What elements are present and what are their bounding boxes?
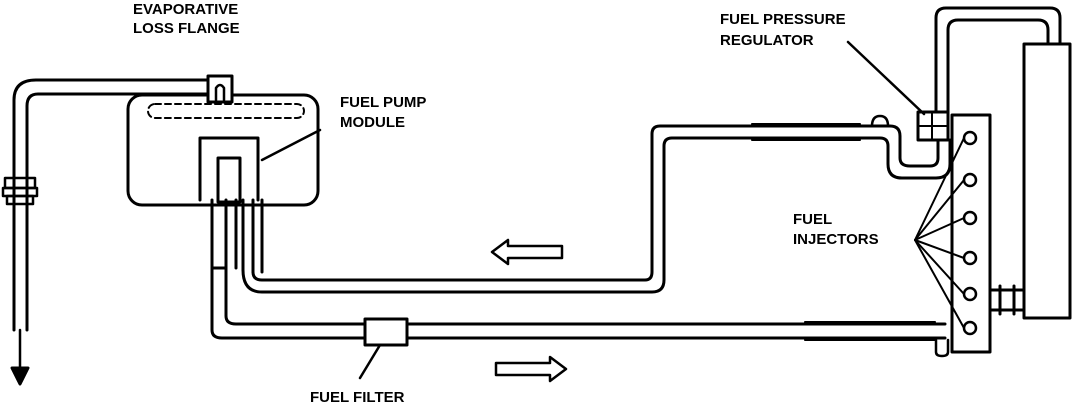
rail-connector bbox=[988, 284, 1026, 316]
evaporative-loss-flange bbox=[206, 74, 234, 104]
labels: EVAPORATIVE LOSS FLANGE FUEL PUMP MODULE… bbox=[133, 1, 879, 404]
injector-leaders bbox=[914, 137, 965, 329]
label-evap-line2: LOSS FLANGE bbox=[133, 20, 240, 37]
crossover-pipe bbox=[934, 6, 1062, 114]
label-fuel-filter: FUEL FILTER bbox=[310, 389, 405, 404]
label-regulator-line2: REGULATOR bbox=[720, 32, 814, 49]
supply-line bbox=[210, 266, 950, 358]
return-line bbox=[241, 114, 952, 294]
fuel-filter bbox=[343, 317, 409, 380]
right-fuel-rail bbox=[1022, 42, 1072, 320]
vapor-line bbox=[12, 78, 221, 332]
vapor-outlet-arrow bbox=[10, 328, 30, 386]
vapor-line-fitting bbox=[1, 176, 39, 206]
fuel-pump-module bbox=[198, 128, 322, 204]
fuel-tank bbox=[126, 93, 320, 207]
fuel-pressure-regulator bbox=[846, 40, 950, 142]
label-regulator-line1: FUEL PRESSURE bbox=[720, 11, 846, 28]
supply-flow-arrow bbox=[494, 355, 568, 383]
label-pump-line1: FUEL PUMP bbox=[340, 94, 426, 111]
return-flow-arrow bbox=[490, 238, 564, 266]
label-injectors-line1: FUEL bbox=[793, 211, 832, 228]
label-evap-line1: EVAPORATIVE bbox=[133, 1, 238, 18]
label-pump-line2: MODULE bbox=[340, 114, 405, 131]
pump-outlet-pipes bbox=[210, 198, 264, 274]
label-injectors-line2: INJECTORS bbox=[793, 231, 879, 248]
